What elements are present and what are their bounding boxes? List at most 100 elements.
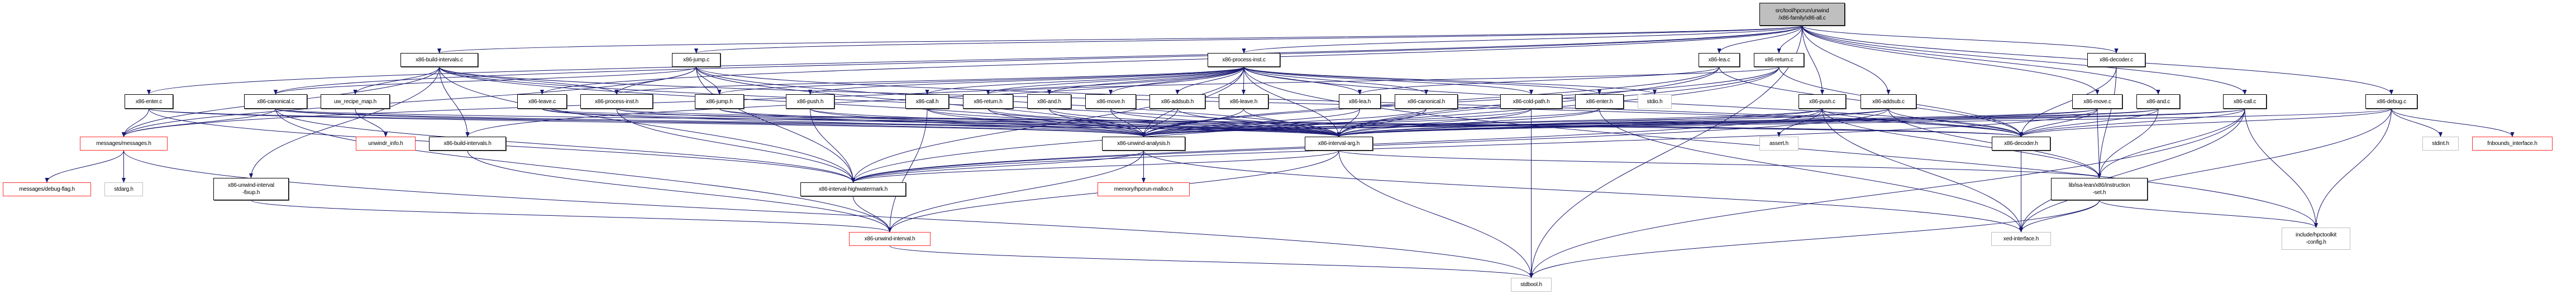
edge-process-inst-c-to-decoder-h <box>1243 66 2023 137</box>
edge-lea-c-to-lea-h <box>1358 66 1720 95</box>
edge-build-intervals-c-to-uw-recipe-map-h <box>353 66 440 95</box>
edge-return-c-to-return-h <box>986 66 1780 95</box>
graph-node-canonical-c[interactable]: x86-canonical.c <box>244 94 307 109</box>
edge-build-intervals-c-to-unwind-interval-fixup-h <box>249 66 440 178</box>
edge-root-to-enter-c <box>147 25 1802 95</box>
edge-root-to-build-intervals-c <box>437 25 1802 54</box>
edge-process-inst-c-to-call-h <box>925 66 1244 95</box>
graph-node-instruction-set-h[interactable]: lib/isa-lean/x86/instruction -set.h <box>2051 178 2148 200</box>
edge-root-to-process-inst-c <box>1242 25 1802 54</box>
graph-node-call-c[interactable]: x86-call.c <box>2223 94 2267 109</box>
edge-interval-arg-h-to-instruction-set-h <box>1338 150 2101 178</box>
edge-instruction-set-h-to-hpctoolkit-config-h <box>2099 200 2318 228</box>
edge-and-c-to-instruction-set-h <box>2097 108 2159 178</box>
graph-node-process-inst-c[interactable]: x86-process-inst.c <box>1208 53 1280 67</box>
graph-node-hpcrun-malloc-h: memory/hpcrun-malloc.h <box>1098 182 1190 196</box>
graph-node-fnbounds-interface-h: fnbounds_interface.h <box>2472 137 2553 151</box>
graph-node-canonical-h[interactable]: x86-canonical.h <box>1395 94 1458 109</box>
edge-interval-arg-h-to-interval-highwatermark-h <box>851 150 1339 183</box>
edge-canonical-h-to-unwind-analysis-h <box>1142 108 1427 137</box>
graph-node-enter-h[interactable]: x86-enter.h <box>1575 94 1624 109</box>
graph-node-move-h[interactable]: x86-move.h <box>1085 94 1136 109</box>
edge-root-to-push-c <box>1802 25 1825 95</box>
edge-canonical-c-to-unwind-interval-h <box>275 108 892 233</box>
edge-leave-h-to-unwind-analysis-h <box>1141 108 1244 137</box>
graph-node-decoder-h[interactable]: x86-decoder.h <box>1992 137 2050 151</box>
edge-decoder-c-to-instruction-set-h <box>2097 66 2117 178</box>
edge-canonical-c-to-decoder-h <box>275 108 2022 137</box>
graph-node-leave-c[interactable]: x86-leave.c <box>517 94 567 109</box>
graph-node-push-h[interactable]: x86-push.h <box>786 94 834 109</box>
graph-node-return-h[interactable]: x86-return.h <box>963 94 1013 109</box>
edge-and-c-to-decoder-h <box>2019 108 2159 137</box>
graph-node-enter-c[interactable]: x86-enter.c <box>125 94 173 109</box>
graph-node-unwind-analysis-h[interactable]: x86-unwind-analysis.h <box>1102 137 1185 151</box>
graph-node-return-c[interactable]: x86-return.c <box>1754 53 1804 67</box>
graph-node-interval-highwatermark-h[interactable]: x86-interval-highwatermark.h <box>800 182 906 196</box>
edge-push-c-to-xed-interface-h <box>1822 108 2024 233</box>
edge-enter-h-to-unwind-analysis-h <box>1142 108 1600 137</box>
edge-decoder-c-to-decoder-h <box>2019 66 2117 137</box>
edge-cold-path-h-to-unwind-analysis-h <box>1142 108 1532 137</box>
graph-node-root: src/tool/hpcrun/unwind /x86-family/x86-a… <box>1759 3 1845 26</box>
edge-process-inst-c-to-enter-h <box>1243 66 1601 95</box>
edge-root-to-and-c <box>1802 25 2160 95</box>
graph-node-push-c[interactable]: x86-push.c <box>1799 94 1846 109</box>
graph-node-stdarg-h: stdarg.h <box>104 182 143 196</box>
edge-root-to-move-c <box>1802 25 2100 95</box>
graph-node-and-c[interactable]: x86-and.c <box>2136 94 2180 109</box>
edge-push-c-to-decoder-h <box>1822 108 2023 137</box>
edge-push-h-to-unwind-analysis-h <box>810 108 1146 137</box>
edge-build-intervals-h-to-unwind-interval-h <box>467 150 892 233</box>
graph-node-debug-c[interactable]: x86-debug.c <box>2365 94 2417 109</box>
graph-node-addsub-c[interactable]: x86-addsub.c <box>1861 94 1916 109</box>
graph-node-move-c[interactable]: x86-move.c <box>2072 94 2122 109</box>
edge-return-h-to-interval-arg-h <box>988 108 1341 137</box>
edge-process-inst-c-to-stdio-h <box>1243 66 1657 95</box>
graph-node-leave-h[interactable]: x86-leave.h <box>1219 94 1268 109</box>
graph-node-stdio-h: stdio.h <box>1638 94 1672 109</box>
graph-node-addsub-h[interactable]: x86-addsub.h <box>1149 94 1205 109</box>
graph-node-jump-c[interactable]: x86-jump.c <box>672 53 721 67</box>
edge-debug-c-to-stdint-h <box>2391 108 2443 137</box>
edge-move-h-to-interval-arg-h <box>1110 108 1341 137</box>
graph-node-build-intervals-h[interactable]: x86-build-intervals.h <box>429 137 506 151</box>
edge-process-inst-h-to-interval-highwatermark-h <box>616 108 856 183</box>
graph-node-cold-path-h[interactable]: x86-cold-path.h <box>1500 94 1562 109</box>
edge-interval-highwatermark-h-to-unwind-interval-h <box>853 196 892 233</box>
edge-root-to-lea-c <box>1717 25 1802 54</box>
edge-cold-path-h-to-interval-arg-h <box>1337 108 1532 137</box>
graph-node-jump-h[interactable]: x86-jump.h <box>695 94 744 109</box>
graph-node-lea-h[interactable]: x86-lea.h <box>1339 94 1381 109</box>
graph-node-build-intervals-c[interactable]: x86-build-intervals.c <box>400 53 478 67</box>
graph-node-unwind-interval-fixup-h[interactable]: x86-unwind-interval -fixup.h <box>213 178 289 200</box>
edge-root-to-leave-c <box>540 25 1802 95</box>
edge-interval-arg-h-to-stdbool-h <box>1338 150 1534 278</box>
edge-leave-h-to-interval-arg-h <box>1243 108 1341 137</box>
edge-enter-h-to-interval-arg-h <box>1337 108 1600 137</box>
edge-canonical-c-to-interval-arg-h <box>275 108 1341 137</box>
edge-enter-h-to-xed-interface-h <box>1599 108 2024 233</box>
graph-node-debug-flag-h: messages/debug-flag.h <box>3 182 91 196</box>
graph-node-interval-arg-h[interactable]: x86-interval-arg.h <box>1305 137 1373 151</box>
edge-instruction-set-h-to-stdbool-h <box>1529 200 2100 278</box>
edge-root-to-decoder-c <box>1802 25 2119 54</box>
edge-process-inst-c-to-messages-h <box>122 66 1244 137</box>
edge-unwind-interval-fixup-h-to-unwind-interval-h <box>251 200 892 233</box>
edge-call-h-to-interval-arg-h <box>927 108 1341 137</box>
graph-node-assert-h: assert.h <box>1759 137 1799 151</box>
graph-node-process-inst-h[interactable]: x86-process-inst.h <box>580 94 653 109</box>
edge-jump-c-to-canonical-c <box>274 66 697 95</box>
edge-messages-h-to-debug-flag-h <box>45 150 124 183</box>
graph-node-and-h[interactable]: x86-and.h <box>1027 94 1071 109</box>
edge-process-inst-c-to-jump-h <box>717 66 1244 95</box>
edge-lea-h-to-unwind-analysis-h <box>1142 108 1360 137</box>
graph-node-decoder-c[interactable]: x86-decoder.c <box>2087 53 2145 67</box>
graph-node-uw-recipe-map-h[interactable]: uw_recipe_map.h <box>321 94 390 109</box>
edge-process-inst-c-to-addsub-h <box>1175 66 1244 95</box>
graph-node-lea-c[interactable]: x86-lea.c <box>1699 53 1740 67</box>
edge-root-to-addsub-c <box>1802 25 1891 95</box>
graph-node-stdbool-h: stdbool.h <box>1511 278 1552 292</box>
graph-node-unwind-interval-h: x86-unwind-interval.h <box>849 232 931 246</box>
graph-node-call-h[interactable]: x86-call.h <box>905 94 949 109</box>
